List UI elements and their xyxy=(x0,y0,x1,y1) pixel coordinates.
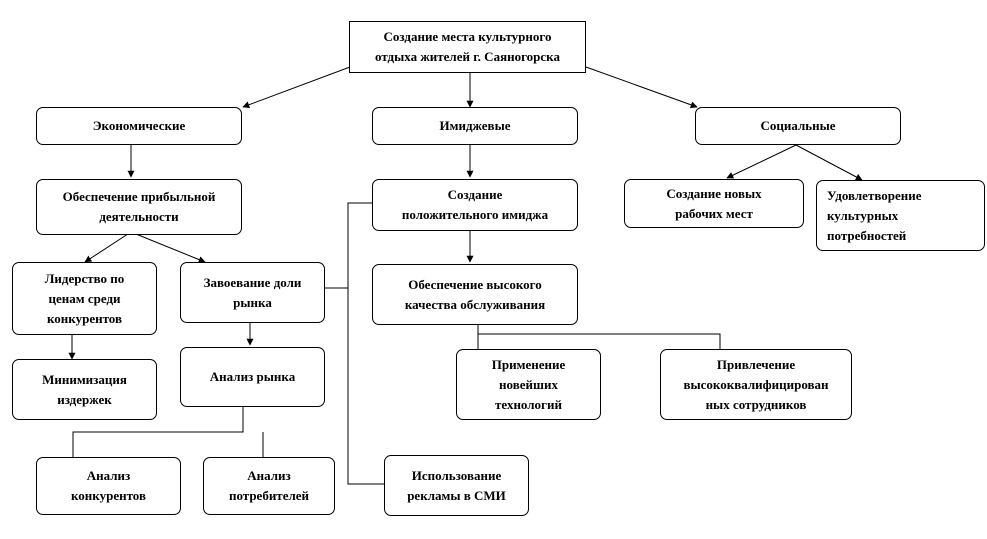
market-share-node: Завоевание доли рынка xyxy=(180,262,325,323)
qualified-staff-node: Привлечение высококвалифицирован ных сот… xyxy=(660,349,852,420)
media-ads-node: Использование рекламы в СМИ xyxy=(384,455,529,516)
cost-minimization-node: Минимизация издержек xyxy=(12,359,157,420)
consumer-analysis-node: Анализ потребителей xyxy=(203,457,335,515)
line-bracket xyxy=(347,202,384,485)
market-analysis-node: Анализ рынка xyxy=(180,347,325,407)
arrow-root-social xyxy=(585,66,698,109)
line-analysis-fork xyxy=(72,407,244,457)
branch-image-node: Имиджевые xyxy=(372,107,578,145)
arrow-profit-leadership xyxy=(84,231,132,263)
service-quality-node: Обеспечение высокого качества обслуживан… xyxy=(372,264,578,325)
competitor-analysis-node: Анализ конкурентов xyxy=(36,457,181,515)
branch-social-node: Социальные xyxy=(695,107,901,145)
positive-image-node: Создание положительного имиджа xyxy=(372,179,578,231)
profit-node: Обеспечение прибыльной деятельности xyxy=(36,179,242,235)
arrow-social-fork-right xyxy=(795,144,863,181)
new-technologies-node: Применение новейших технологий xyxy=(456,349,601,420)
branch-economic-node: Экономические xyxy=(36,107,242,145)
price-leadership-node: Лидерство по ценам среди конкурентов xyxy=(12,262,157,335)
root-goal-node: Создание места культурного отдыха жителе… xyxy=(349,21,586,73)
line-quality-fork xyxy=(477,325,721,349)
cultural-needs-node: Удовлетворение культурных потребностей xyxy=(816,180,985,251)
arrow-root-economic xyxy=(242,66,351,109)
arrow-social-fork-left xyxy=(726,144,797,179)
new-jobs-node: Создание новых рабочих мест xyxy=(624,179,804,228)
arrow-profit-share xyxy=(130,231,206,263)
